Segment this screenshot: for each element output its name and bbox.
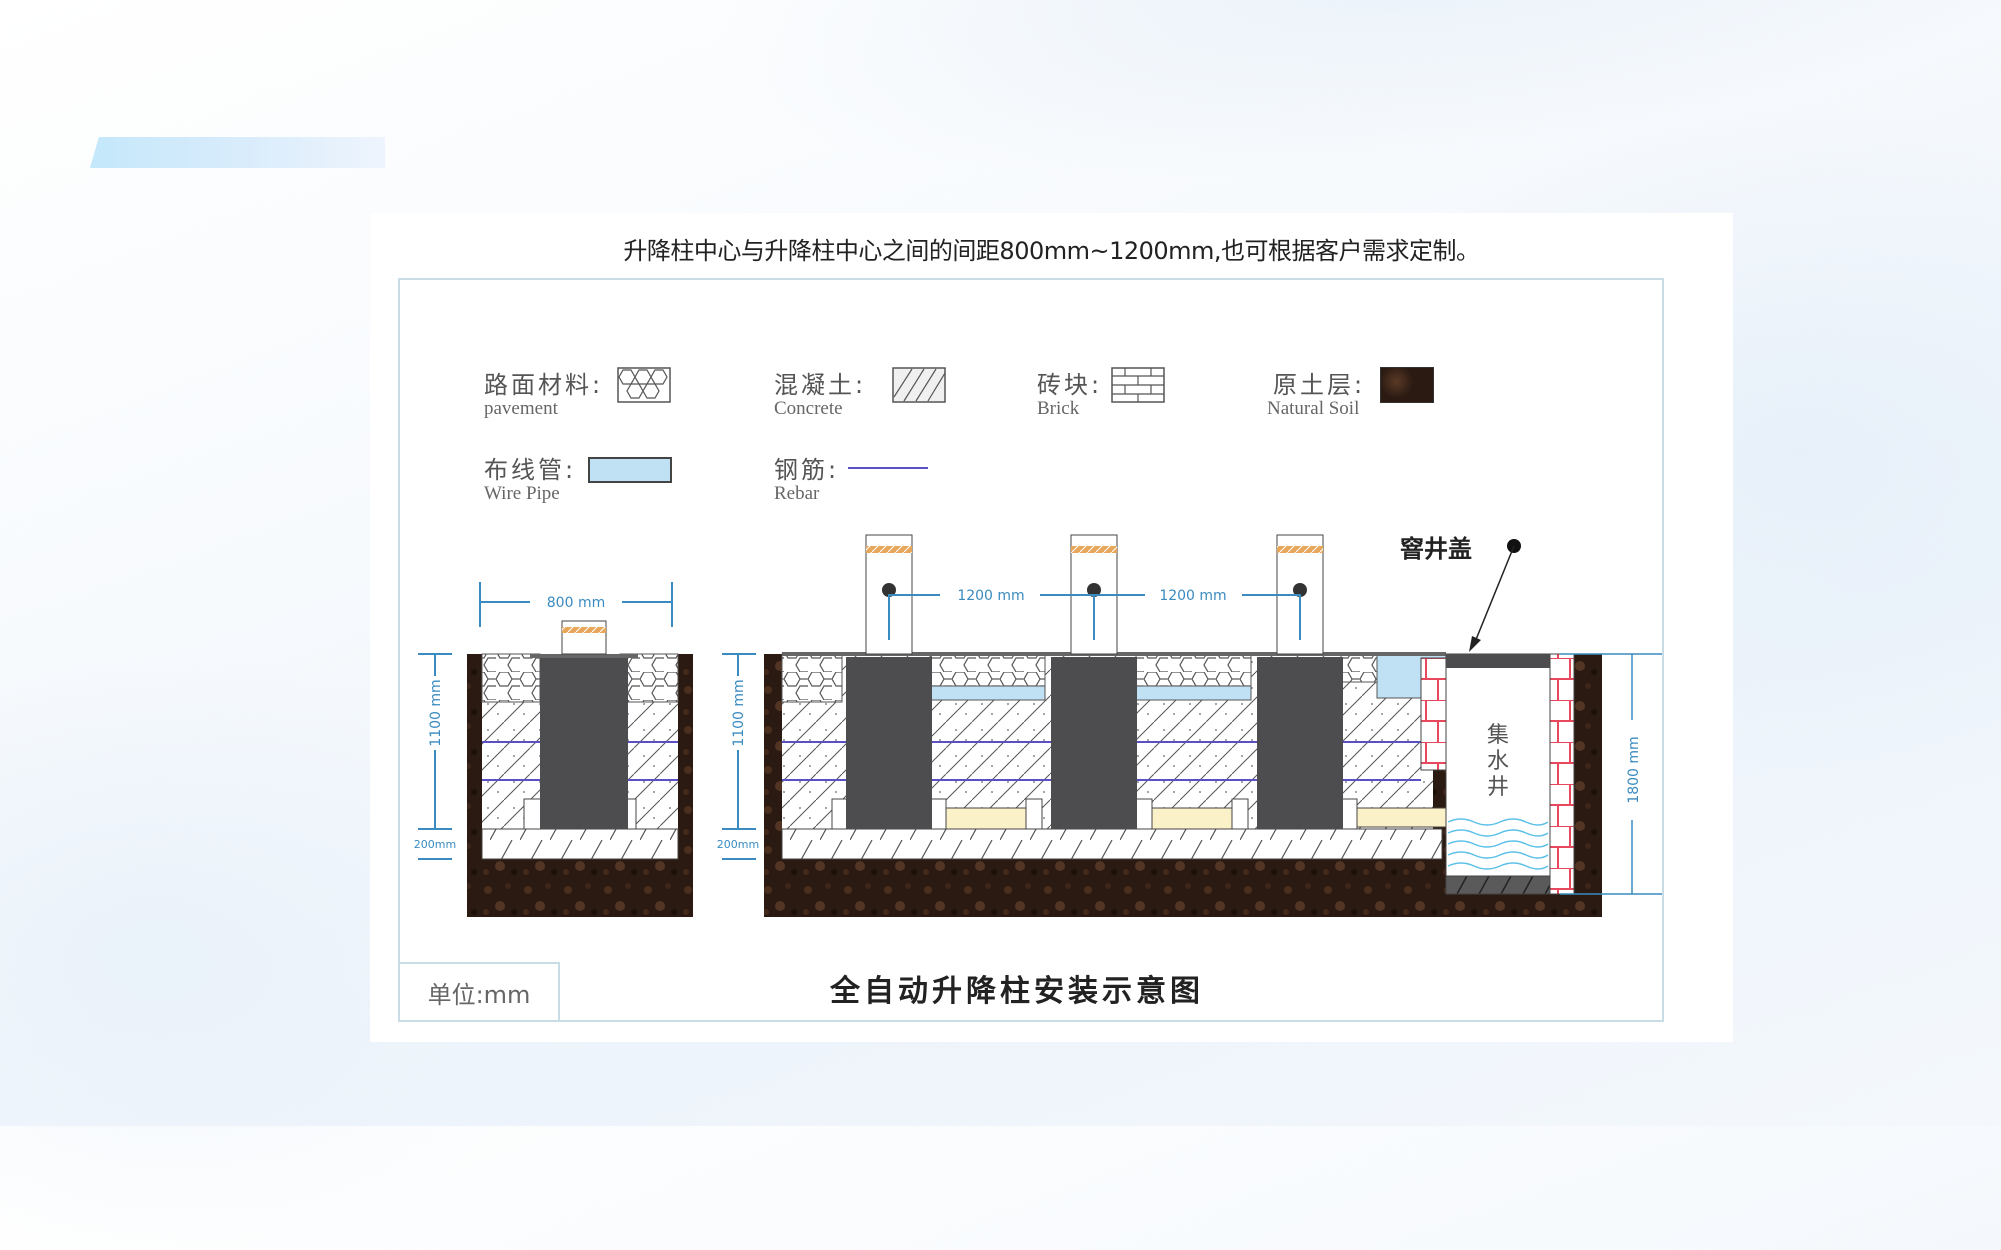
unit-label: 单位:mm	[400, 962, 560, 1020]
manhole-cover-label: 窨井盖	[1400, 535, 1472, 563]
hexagon-pattern-icon	[617, 367, 671, 403]
dim-1100-left: 1100 mm	[428, 679, 444, 746]
dim-200-mid: 200mm	[717, 838, 759, 851]
sump-well-char-1: 集	[1487, 723, 1509, 748]
title-accent-bar	[90, 137, 385, 168]
legend-wire-pipe: 布线管: Wire Pipe	[484, 450, 672, 505]
dim-1200-b: 1200 mm	[1159, 588, 1226, 604]
dim-1100-mid: 1100 mm	[731, 679, 747, 746]
dim-200-left: 200mm	[414, 838, 456, 851]
diagram-frame: 路面材料: pavement 混凝土: Concrete 砖块: Brick	[398, 278, 1664, 1022]
installation-diagram: 800 mm 1100 mm 200mm	[414, 534, 1662, 917]
legend-concrete: 混凝土: Concrete	[774, 365, 946, 420]
dim-800: 800 mm	[547, 595, 605, 611]
sump-well-char-3: 井	[1487, 775, 1509, 800]
dim-1800: 1800 mm	[1626, 736, 1642, 803]
dim-1200-a: 1200 mm	[957, 588, 1024, 604]
diagonal-hatch-icon	[892, 367, 946, 403]
diagram-caption: 全自动升降柱安装示意图	[830, 974, 1204, 1009]
legend-natural-soil: 原土层: Natural Soil	[1267, 365, 1434, 420]
diagram-card: 升降柱中心与升降柱中心之间的间距800mm~1200mm,也可根据客户需求定制。…	[370, 213, 1733, 1042]
brick-pattern-icon	[1111, 367, 1165, 403]
single-bollard-section: 800 mm 1100 mm 200mm	[414, 582, 693, 917]
legend-brick: 砖块: Brick	[1037, 365, 1165, 420]
dark-soil-icon	[1380, 367, 1434, 403]
multi-bollard-section: 1200 mm 1200 mm 1100 mm 200mm	[717, 534, 1662, 917]
wire-pipe-icon	[588, 457, 672, 483]
rebar-line-icon	[848, 467, 928, 469]
legend-pavement: 路面材料: pavement	[484, 365, 671, 420]
sump-well-char-2: 水	[1487, 749, 1509, 774]
diagram-subtitle: 升降柱中心与升降柱中心之间的间距800mm~1200mm,也可根据客户需求定制。	[623, 237, 1480, 265]
legend-rebar: 钢筋: Rebar	[774, 450, 928, 505]
